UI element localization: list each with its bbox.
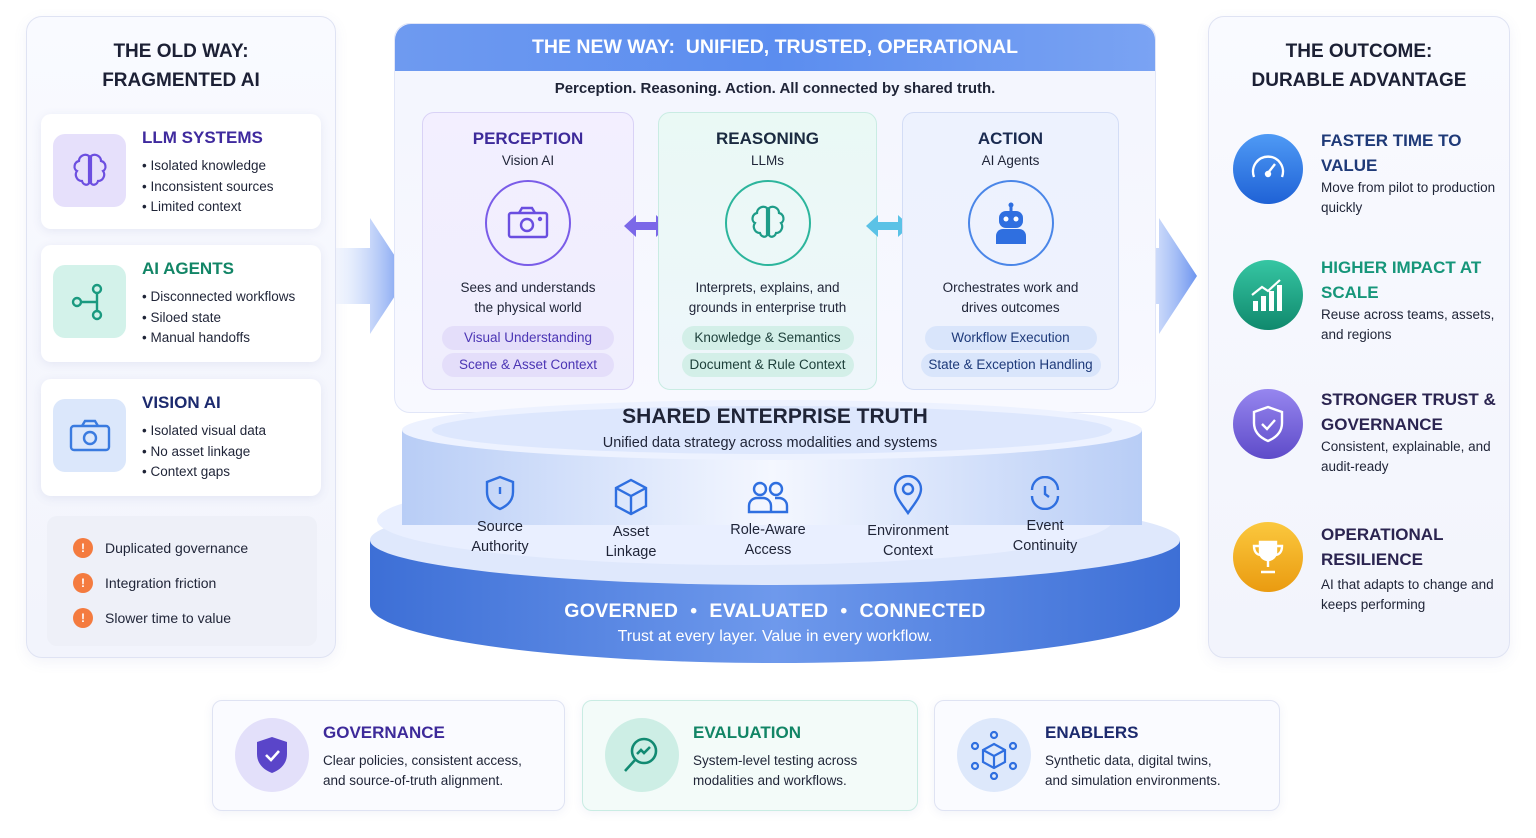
vision-ai-card: VISION AI Isolated visual dataNo asset l… <box>41 379 321 496</box>
list-item: No asset linkage <box>142 442 266 463</box>
platform-title: SHARED ENTERPRISE TRUTH <box>622 405 928 428</box>
issue-item: !Slower time to value <box>47 600 317 635</box>
robot-icon <box>967 180 1054 266</box>
column-subtitle: Vision AI <box>501 153 555 168</box>
brain-icon <box>724 180 811 266</box>
old-way-title: THE OLD WAY:FRAGMENTED AI <box>102 41 260 91</box>
bidirectional-arrow-icon <box>624 215 668 237</box>
issue-item: !Integration friction <box>47 565 317 600</box>
list-item: Isolated visual data <box>142 421 266 442</box>
list-item: Manual handoffs <box>142 328 295 349</box>
camera-icon <box>53 399 126 472</box>
column-subtitle: LLMs <box>750 153 784 168</box>
column-title: ACTION <box>977 129 1044 148</box>
shield-check-icon <box>1233 389 1303 459</box>
arrow-right-icon <box>1125 218 1197 334</box>
card-title: AI AGENTS <box>142 259 234 278</box>
tag-pill: Knowledge & Semantics <box>681 326 854 350</box>
tag-pill: Workflow Execution <box>924 326 1097 350</box>
brain-icon <box>53 134 126 207</box>
column-subtitle: AI Agents <box>981 153 1040 168</box>
tag-pill: Scene & Asset Context <box>442 353 614 377</box>
enablers-card: ENABLERS Synthetic data, digital twins,a… <box>934 700 1280 811</box>
governance-card: GOVERNANCE Clear policies, consistent ac… <box>212 700 565 811</box>
users-icon <box>747 481 789 514</box>
alert-icon: ! <box>73 572 93 593</box>
list-item: Inconsistent sources <box>142 177 273 198</box>
old-way-panel: THE OLD WAY:FRAGMENTED AI LLM SYSTEMS Is… <box>26 16 336 658</box>
card-title: LLM SYSTEMS <box>142 128 263 147</box>
bidirectional-arrow-icon <box>866 215 910 237</box>
growth-chart-icon <box>1233 260 1303 330</box>
issues-box: !Duplicated governance !Integration fric… <box>47 516 317 646</box>
platform-cylinder <box>370 400 1180 663</box>
magnifier-chart-icon <box>605 718 679 792</box>
ai-agents-card: AI AGENTS Disconnected workflowsSiloed s… <box>41 245 321 362</box>
tag-pill: State & Exception Handling <box>920 353 1101 377</box>
trophy-icon <box>1233 522 1303 592</box>
workflow-nodes-icon <box>53 265 126 338</box>
tag-pill: Document & Rule Context <box>681 353 854 377</box>
alert-icon: ! <box>73 537 93 558</box>
column-title: PERCEPTION <box>472 129 584 148</box>
shield-icon <box>485 475 515 511</box>
platform-subtitle: Unified data strategy across modalities … <box>602 435 938 451</box>
arrow-right-icon <box>336 218 408 334</box>
card-title: VISION AI <box>142 393 221 412</box>
reasoning-column: REASONING LLMs Interprets, explains, and… <box>658 112 877 390</box>
speedometer-icon <box>1233 134 1303 204</box>
location-pin-icon <box>893 475 923 515</box>
alert-icon: ! <box>73 607 93 628</box>
new-way-header: THE NEW WAY: UNIFIED, TRUSTED, OPERATION… <box>395 24 1155 71</box>
list-item: Siloed state <box>142 308 295 329</box>
list-item: Isolated knowledge <box>142 156 274 177</box>
list-item: Disconnected workflows <box>142 287 295 308</box>
cube-icon <box>614 478 648 516</box>
network-cube-icon <box>957 718 1031 792</box>
list-item: Context gaps <box>142 462 266 483</box>
llm-systems-card: LLM SYSTEMS Isolated knowledgeInconsiste… <box>41 114 321 229</box>
new-way-subtitle: Perception. Reasoning. Action. All conne… <box>554 80 996 97</box>
platform-base-words: GOVERNED•EVALUATED•CONNECTED <box>564 600 986 622</box>
perception-column: PERCEPTION Vision AI Sees and understand… <box>422 112 634 390</box>
issue-item: !Duplicated governance <box>47 530 317 565</box>
outcome-panel: THE OUTCOME:DURABLE ADVANTAGE FASTER TIM… <box>1208 16 1510 658</box>
list-item: Limited context <box>142 197 274 218</box>
clock-cycle-icon <box>1030 476 1060 510</box>
platform-tagline: Trust at every layer. Value in every wor… <box>617 628 933 645</box>
camera-icon <box>485 180 571 266</box>
tag-pill: Visual Understanding <box>442 326 614 350</box>
outcome-title: THE OUTCOME:DURABLE ADVANTAGE <box>1251 41 1467 91</box>
shield-check-icon <box>235 718 309 792</box>
column-title: REASONING <box>716 129 819 148</box>
